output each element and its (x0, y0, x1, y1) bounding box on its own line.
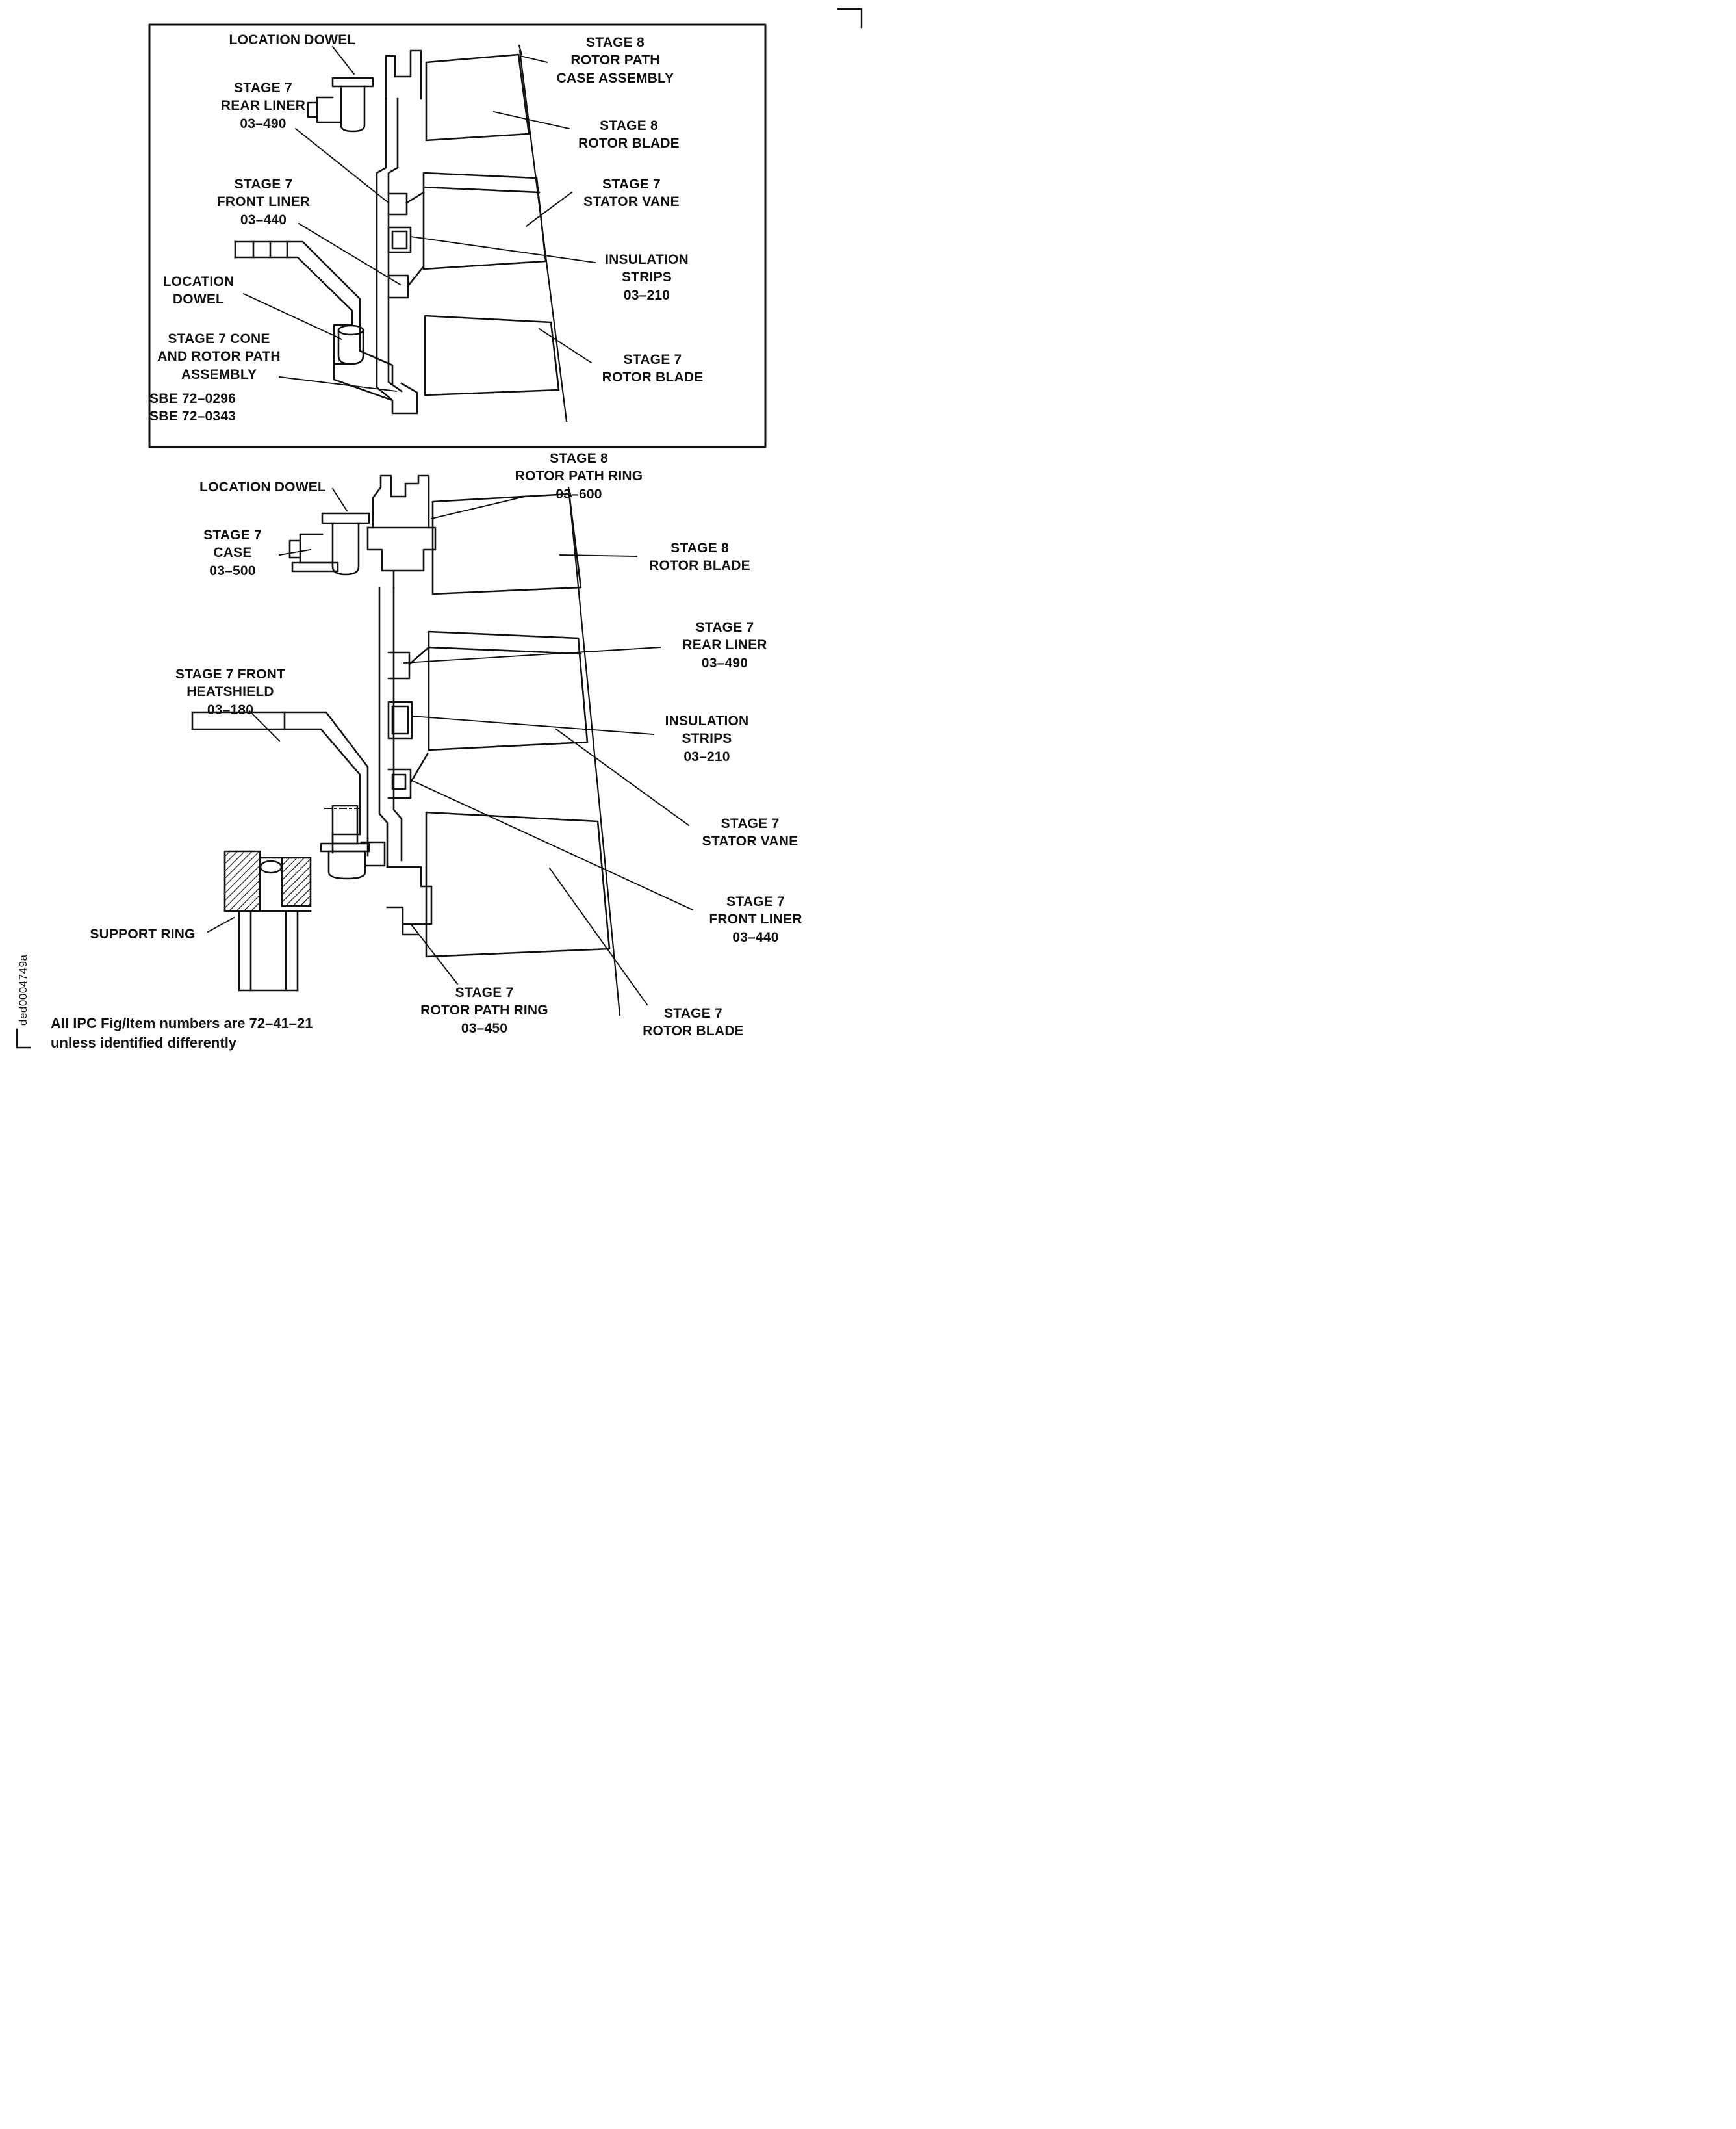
support-ring-shape (223, 850, 312, 992)
leader-bot-stage8-rotor-path-ring (430, 495, 526, 520)
callout-bot-stage7-rotor-blade: STAGE 7 ROTOR BLADE (643, 1006, 744, 1039)
callout-bot-stage7-stator-vane: STAGE 7 STATOR VANE (702, 816, 798, 849)
leader-top-stage8-rotor-blade (492, 110, 570, 130)
bottom-rotor-path-ring-shape (386, 866, 433, 936)
leader-top-stage7-rotor-blade (538, 328, 593, 364)
leader-top-stage8-rotor-path-case (519, 55, 548, 64)
leader-top-location-dowel-lower (242, 292, 343, 341)
callout-top-stage8-rotor-path-case: STAGE 8 ROTOR PATH CASE ASSEMBLY (556, 35, 674, 86)
leader-bot-support-ring (207, 916, 235, 933)
top-stage7-rotor-blade-shape (424, 315, 560, 396)
top-blades (422, 44, 568, 422)
top-cone-arm (234, 240, 394, 402)
leader-bot-stage7-stator-vane (555, 728, 690, 827)
callout-top-stage8-rotor-blade: STAGE 8 ROTOR BLADE (578, 118, 680, 151)
leader-bot-stage7-front-liner (412, 780, 694, 911)
leader-top-stage7-stator-vane (525, 191, 573, 227)
callout-top-stage7-rear-liner: STAGE 7 REAR LINER 03–490 (220, 81, 306, 131)
document-code: ded0004749a (17, 954, 29, 1026)
leader-bot-insulation-strips (411, 715, 655, 736)
bottom-blades (425, 486, 621, 1016)
callout-bot-support-ring: SUPPORT RING (90, 927, 196, 942)
callout-bot-stage7-front-liner: STAGE 7 FRONT LINER 03–440 (709, 894, 802, 945)
leader-top-stage7-front-liner (298, 222, 402, 286)
leader-bot-stage7-rear-liner (403, 646, 661, 664)
callout-bot-stage8-rotor-path-ring: STAGE 8 ROTOR PATH RING 03–600 (515, 451, 643, 502)
top-rotor-path-slant (518, 49, 568, 422)
callout-top-stage7-cone-assembly: STAGE 7 CONE AND ROTOR PATH ASSEMBLY (157, 331, 281, 382)
bottom-heatshield (191, 711, 369, 857)
bottom-stage7-rotor-blade-shape (425, 811, 611, 958)
callout-bot-stage7-rear-liner: STAGE 7 REAR LINER 03–490 (682, 620, 767, 671)
leader-bot-stage7-rotor-path-ring (411, 924, 459, 985)
top-stage8-rotor-blade-shape (425, 53, 530, 142)
leader-top-location-dowel (331, 45, 355, 75)
sbe-reference-numbers: SBE 72–0296 SBE 72–0343 (149, 391, 236, 424)
diagram-artwork (16, 8, 863, 1049)
callout-bot-stage7-front-heatshield: STAGE 7 FRONT HEATSHIELD 03–180 (175, 667, 286, 717)
callout-top-stage7-stator-vane: STAGE 7 STATOR VANE (583, 177, 680, 210)
bottom-stage8-rotor-blade-shape (431, 493, 582, 595)
corner-mark-bottom-left (16, 1028, 31, 1049)
ipc-figure-page: LOCATION DOWEL STAGE 7 REAR LINER 03–490… (0, 0, 868, 1064)
callout-top-stage7-rotor-blade: STAGE 7 ROTOR BLADE (602, 352, 704, 385)
callout-bot-stage8-rotor-blade: STAGE 8 ROTOR BLADE (649, 541, 750, 574)
bottom-leader-lines (207, 487, 694, 1006)
top-diagram-border (148, 23, 767, 448)
callout-bot-stage7-case: STAGE 7 CASE 03–500 (203, 528, 262, 578)
bottom-stage7-stator-vane-shape (428, 630, 589, 751)
leader-top-stage7-cone (278, 376, 398, 393)
leader-top-insulation-strips (409, 235, 596, 264)
callout-top-stage7-front-liner: STAGE 7 FRONT LINER 03–440 (216, 177, 311, 227)
callout-top-location-dowel: LOCATION DOWEL (229, 32, 356, 47)
callout-top-location-dowel-lower: LOCATION DOWEL (162, 274, 235, 307)
leader-bot-stage8-rotor-blade (559, 554, 637, 557)
leader-bot-stage7-rotor-blade (548, 867, 648, 1006)
callout-top-insulation-strips: INSULATION STRIPS 03–210 (605, 252, 689, 303)
callout-bot-insulation-strips: INSULATION STRIPS 03–210 (665, 714, 749, 764)
ipc-footer-note: All IPC Fig/Item numbers are 72–41–21 un… (51, 1015, 313, 1051)
leader-bot-location-dowel (331, 487, 348, 512)
bottom-case-section (288, 474, 437, 868)
callout-bot-stage7-rotor-path-ring: STAGE 7 ROTOR PATH RING 03–450 (420, 985, 548, 1036)
corner-mark-top-right (837, 8, 863, 29)
leader-bot-stage7-case (278, 548, 312, 556)
leader-bot-heatshield (248, 710, 281, 742)
callout-bot-location-dowel: LOCATION DOWEL (199, 480, 326, 495)
top-leader-lines (242, 45, 596, 393)
bottom-bolt (320, 805, 386, 880)
leader-top-stage7-rear-liner (294, 127, 390, 204)
bottom-rotor-path-slant (568, 491, 621, 1016)
